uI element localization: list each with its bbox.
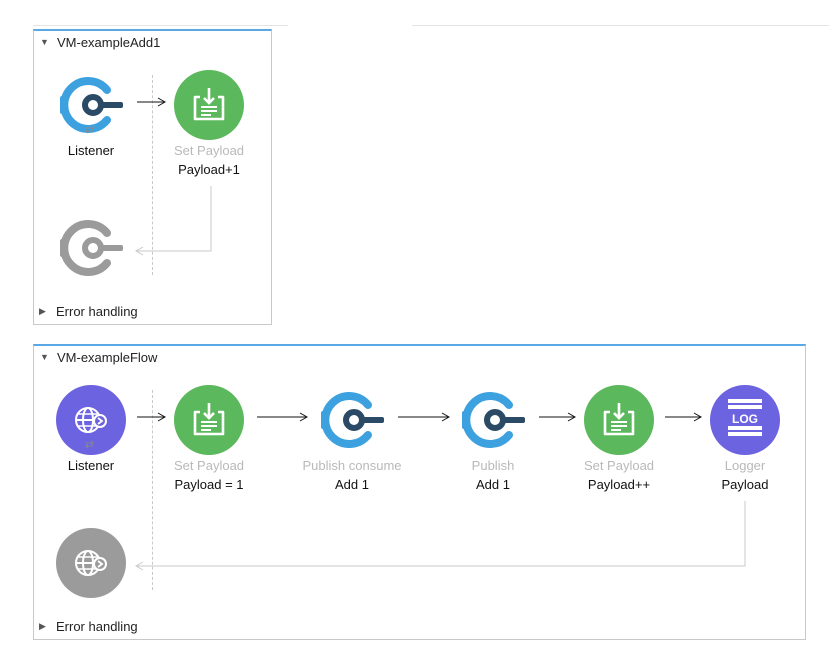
flow-connectors [134, 412, 746, 571]
logger-icon-text: LOG [732, 412, 758, 426]
publish-consume-step[interactable] [316, 384, 388, 456]
error-handling-label: Error handling [56, 304, 138, 319]
flow-vm-exampleadd1[interactable]: ▼ VM-exampleAdd1 ⇄ Listener Set Payload … [33, 29, 272, 325]
vm-connector-icon [462, 392, 525, 448]
source-label: Listener [67, 143, 115, 158]
canvas-top-divider-left [33, 25, 288, 26]
vm-connector-icon [60, 77, 123, 133]
step-title: Logger [724, 458, 766, 473]
source-divider [152, 390, 153, 590]
error-handling-label: Error handling [56, 619, 138, 634]
logger-step[interactable]: LOG [709, 384, 781, 456]
triangle-right-icon[interactable]: ▶ [39, 621, 46, 631]
step-subtitle: Payload++ [587, 477, 651, 492]
canvas-top-divider-right [412, 25, 829, 26]
listener-response[interactable] [55, 212, 127, 284]
flow-vm-exampleflow[interactable]: ▼ VM-exampleFlow ⇄ Listener Set Payloa [33, 344, 806, 640]
http-listener-globe-icon [56, 528, 126, 598]
step-subtitle: Add 1 [335, 477, 369, 492]
step-title: Publish [471, 458, 515, 473]
triangle-right-icon[interactable]: ▶ [39, 306, 46, 316]
step-title: Set Payload [173, 458, 245, 473]
flow-name: VM-exampleAdd1 [57, 34, 161, 50]
set-payload-step[interactable] [583, 384, 655, 456]
set-payload-icon [584, 385, 654, 455]
set-payload-icon [174, 385, 244, 455]
set-payload-step[interactable] [173, 69, 245, 141]
source-label: Listener [67, 458, 115, 473]
sync-arrows-icon: ⇄ [85, 124, 95, 136]
error-handling-toggle[interactable]: ▶ Error handling [39, 619, 138, 634]
step-subtitle: Payload [721, 477, 769, 492]
flow-header[interactable]: ▼ VM-exampleFlow [34, 346, 157, 368]
set-payload-step[interactable] [173, 384, 245, 456]
set-payload-icon [174, 70, 244, 140]
sync-arrows-icon: ⇄ [85, 439, 95, 451]
listener-source[interactable] [55, 69, 127, 141]
vm-connector-icon [60, 220, 123, 276]
triangle-down-icon[interactable]: ▼ [40, 37, 49, 47]
step-subtitle: Add 1 [476, 477, 510, 492]
step-title: Set Payload [173, 143, 245, 158]
flow-header[interactable]: ▼ VM-exampleAdd1 [34, 31, 160, 53]
listener-source[interactable] [55, 384, 127, 456]
publish-step[interactable] [457, 384, 529, 456]
vm-connector-icon [321, 392, 384, 448]
flow-name: VM-exampleFlow [57, 349, 158, 365]
step-title: Publish consume [302, 458, 402, 473]
step-subtitle: Payload = 1 [174, 477, 244, 492]
listener-response[interactable] [55, 527, 127, 599]
step-subtitle: Payload+1 [178, 162, 240, 177]
logger-icon: LOG [710, 385, 780, 455]
error-handling-toggle[interactable]: ▶ Error handling [39, 304, 138, 319]
step-title: Set Payload [583, 458, 655, 473]
source-divider [152, 75, 153, 275]
triangle-down-icon[interactable]: ▼ [40, 352, 49, 362]
http-listener-globe-icon [56, 385, 126, 455]
